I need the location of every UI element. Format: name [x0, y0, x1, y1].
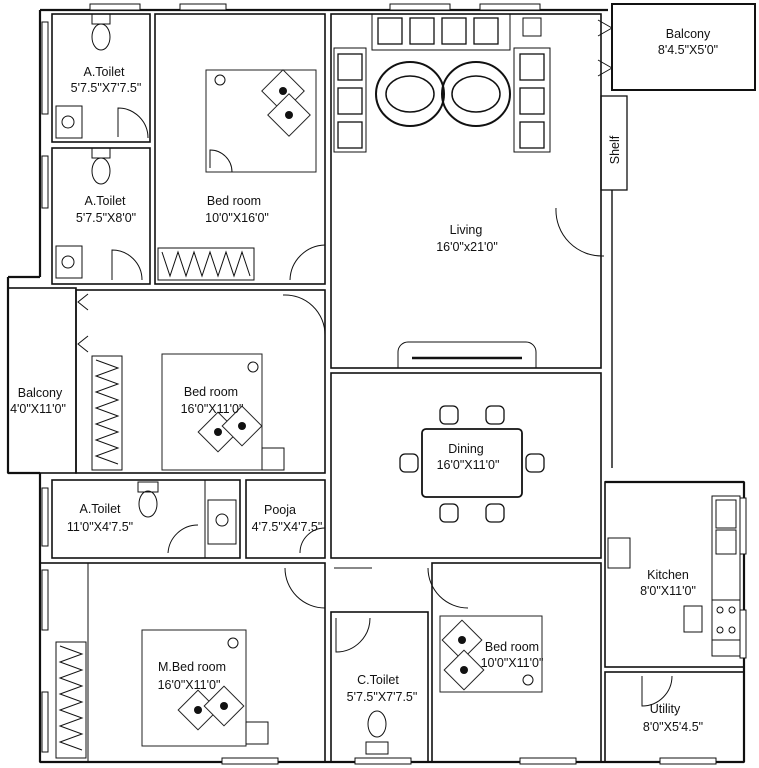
bedroom-3-size: 10'0"X11'0" — [481, 656, 544, 670]
dining-size: 16'0"X11'0" — [437, 458, 500, 472]
room-labels: A.Toilet 5'7.5"X7'7.5" Bed room 10'0"X16… — [10, 27, 718, 734]
living-name: Living — [450, 223, 483, 237]
wardrobes — [55, 247, 255, 759]
m-bedroom-walls — [39, 562, 326, 763]
dining-name: Dining — [448, 442, 483, 456]
bedroom-3-walls — [431, 562, 602, 763]
living-furniture — [333, 13, 551, 368]
c-toilet-walls — [330, 611, 429, 763]
bedroom-1-walls — [154, 13, 326, 285]
living-size: 16'0"x21'0" — [436, 240, 498, 254]
utility-size: 8'0"X5'4.5" — [643, 720, 703, 734]
a-toilet-1-size: 5'7.5"X7'7.5" — [71, 81, 142, 95]
bedroom-3-name: Bed room — [485, 640, 539, 654]
m-bedroom-name: M.Bed room — [158, 660, 226, 674]
a-toilet-3-name: A.Toilet — [80, 502, 122, 516]
bedroom-2-walls — [75, 289, 326, 474]
balcony-top-name: Balcony — [666, 27, 711, 41]
fixtures — [55, 13, 741, 755]
a-toilet-2-name: A.Toilet — [85, 194, 127, 208]
pooja-walls — [245, 479, 326, 559]
m-bedroom-size: 16'0"X11'0" — [158, 678, 221, 692]
balcony-top-size: 8'4.5"X5'0" — [658, 43, 718, 57]
beds — [141, 69, 543, 747]
c-toilet-size: 5'7.5"X7'7.5" — [347, 690, 418, 704]
c-toilet-name: C.Toilet — [357, 673, 399, 687]
dining-set — [399, 405, 545, 523]
utility-walls — [604, 671, 745, 763]
pooja-size: 4'7.5"X4'7.5" — [252, 520, 323, 534]
a-toilet-3-size: 11'0"X4'7.5" — [67, 520, 133, 534]
a-toilet-1-name: A.Toilet — [84, 65, 126, 79]
a-toilet-2-size: 5'7.5"X8'0" — [76, 211, 136, 225]
balcony-top-outline — [611, 3, 756, 91]
utility-name: Utility — [650, 702, 681, 716]
shelf-name: Shelf — [608, 135, 622, 164]
bedroom-1-size: 10'0"X16'0" — [205, 211, 269, 225]
living-walls — [330, 13, 602, 369]
dining-walls — [330, 372, 602, 559]
balcony-left-size: 4'0"X11'0" — [10, 402, 66, 416]
balcony-left-name: Balcony — [18, 386, 63, 400]
kitchen-size: 8'0"X11'0" — [640, 584, 696, 598]
a-toilet-3-walls — [51, 479, 241, 559]
bedroom-2-size: 16'0"X11'0" — [181, 402, 244, 416]
kitchen-name: Kitchen — [647, 568, 689, 582]
doors — [77, 19, 673, 707]
balcony-left-walls — [7, 287, 77, 474]
windows — [41, 3, 747, 765]
walls — [6, 3, 756, 764]
bedroom-2-name: Bed room — [184, 385, 238, 399]
pooja-name: Pooja — [264, 503, 296, 517]
shelf-outline — [600, 95, 628, 191]
kitchen-walls — [604, 481, 745, 668]
bedroom-1-name: Bed room — [207, 194, 261, 208]
